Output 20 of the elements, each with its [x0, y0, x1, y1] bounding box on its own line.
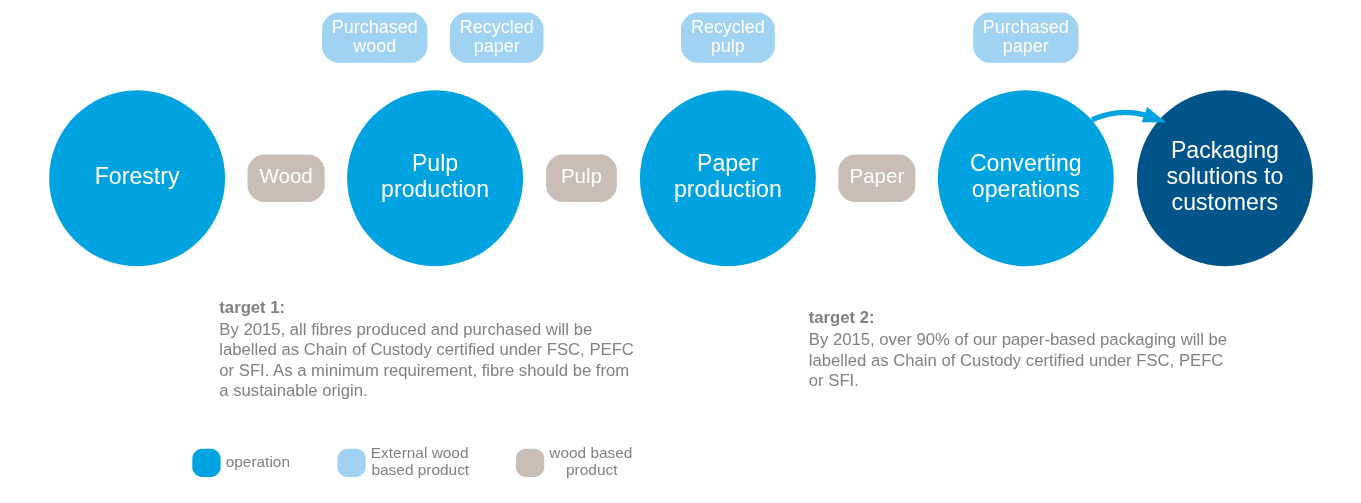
label: target 2: — [808, 308, 875, 328]
node-circle: Paper production — [639, 90, 816, 267]
legend-label: operation — [225, 452, 290, 470]
node-circle: Converting operations — [937, 90, 1114, 267]
node-box: Purchased paper — [972, 12, 1078, 63]
node-circle: Forestry — [48, 90, 225, 267]
label: target 1: — [218, 298, 285, 318]
node-box: Purchased wood — [321, 12, 427, 63]
legend-label: External wood based product — [370, 444, 469, 479]
label: By 2015, over 90% of our paper-based packaging will be labelled as Chain of Custody certified under FSC, PEFC or SFI. — [808, 330, 1227, 391]
node-box: Wood — [247, 154, 325, 203]
node-box: Recycled pulp — [680, 12, 775, 63]
node-box: Recycled paper — [449, 12, 544, 63]
node-box: Pulp — [545, 154, 617, 203]
label: By 2015, all fibres produced and purchased will be labelled as Chain of Custody certified under FSC, PEFC or SFI. As a minimum requirement, fibre should be from a sustainable origin. — [218, 319, 634, 401]
node-circle: Packaging solutions to customers — [1136, 90, 1313, 267]
node-circle: Pulp production — [346, 90, 523, 267]
arrow — [1090, 106, 1166, 123]
legend-label: wood based product — [548, 444, 632, 479]
node-box: Paper — [837, 154, 915, 203]
